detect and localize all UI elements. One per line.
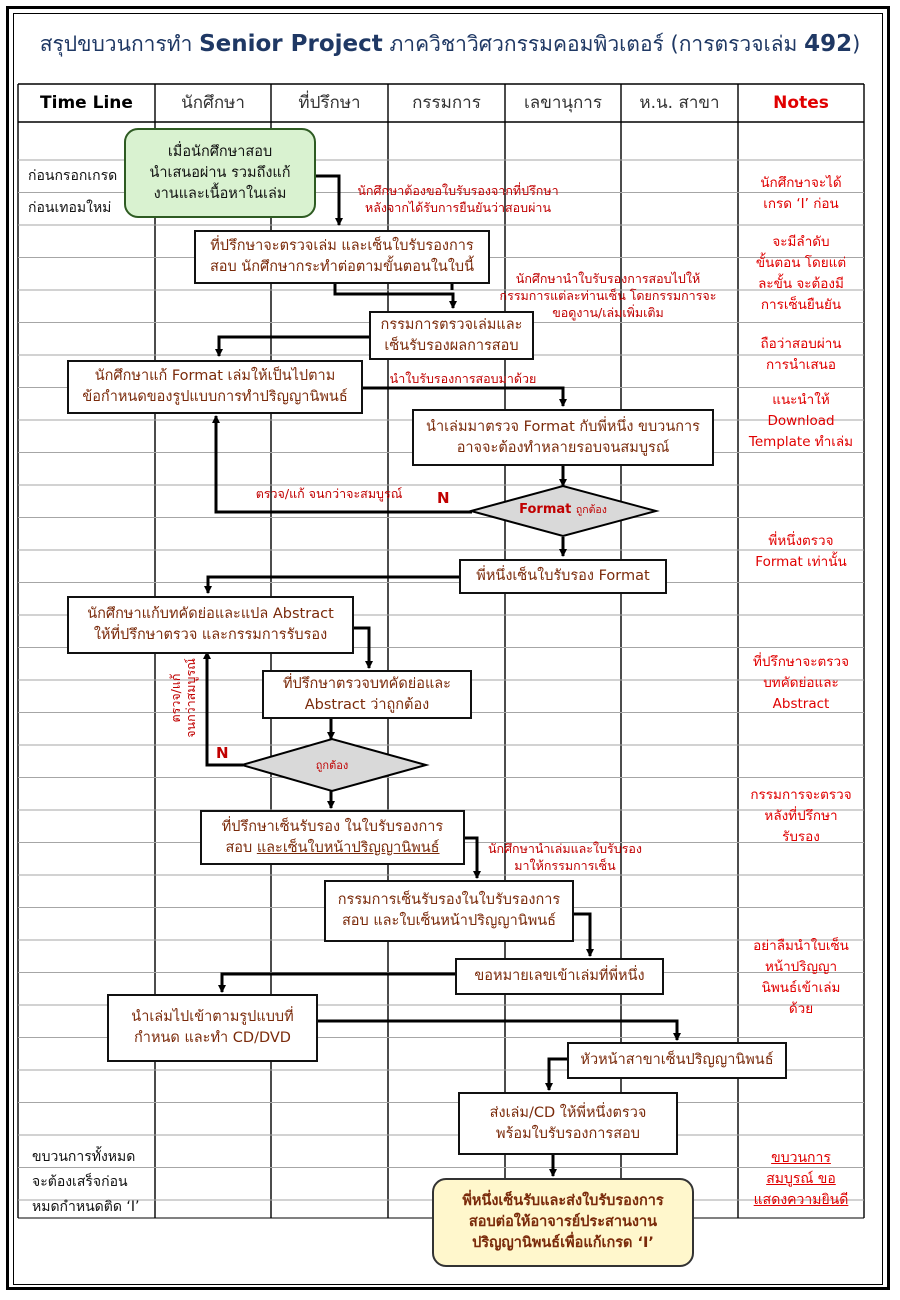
column-header-secretary: เลขานุการ xyxy=(524,93,602,113)
inner-frame xyxy=(13,13,883,1285)
column-header-department-head: ห.น. สาขา xyxy=(639,93,720,113)
flow-label-revise-format: ตรวจ/แก้ จนกว่าจะสมบูรณ์ xyxy=(255,486,403,501)
note-grade-i: นักศึกษาจะได้ เกรด ‘I’ ก่อน xyxy=(760,175,842,212)
note-abstract: ที่ปรึกษาจะตรวจ บทคัดย่อและ Abstract xyxy=(752,654,850,712)
timeline-note: หมดกำหนดติด ‘I’ xyxy=(32,1199,140,1215)
flow-label-committee-sign: นักศึกษานำใบรับรองการสอบไปให้ กรรมการแต่… xyxy=(499,271,717,320)
start-box: เมื่อนักศึกษาสอบ นำเสนอผ่าน รวมถึงแก้ งา… xyxy=(124,128,316,218)
timeline-note: ก่อนกรอกเกรด xyxy=(28,168,118,184)
flow-label-bring-book: นักศึกษานำเล่มและใบรับรอง มาให้กรรมการเซ… xyxy=(487,841,643,873)
student-format-box: นักศึกษาแก้ Format เล่มให้เป็นไปตาม ข้อก… xyxy=(67,360,363,414)
timeline-note: ขบวนการทั้งหมด xyxy=(32,1149,136,1165)
committee-check-box: กรรมการตรวจเล่มและ เซ็นรับรองผลการสอบ xyxy=(369,311,534,360)
column-header-notes: Notes xyxy=(773,93,829,113)
decision-abstract xyxy=(238,737,430,793)
note-committee: กรรมการจะตรวจ หลังที่ปรึกษา รับรอง xyxy=(750,787,852,845)
abstract-check-box: ที่ปรึกษาตรวจบทคัดย่อและ Abstract ว่าถูก… xyxy=(262,670,472,719)
abstract-fix-box: นักศึกษาแก้บทคัดย่อและแปล Abstract ให้ที… xyxy=(67,596,354,654)
committee-sign-box: กรรมการเซ็นรับรองในใบรับรองการ สอบ และใบ… xyxy=(324,880,574,942)
decision-format xyxy=(467,484,660,538)
format-check-box: นำเล่มมาตรวจ Format กับพี่หนึ่ง ขบวนการ … xyxy=(412,409,714,466)
note-passed: ถือว่าสอบผ่าน การนำเสนอ xyxy=(760,336,842,373)
book-number-box: ขอหมายเลขเข้าเล่มที่พี่หนึ่ง xyxy=(455,958,664,995)
advisor-sign-box: ที่ปรึกษาเซ็นรับรอง ในใบรับรองการ สอบ แล… xyxy=(200,810,465,865)
flow-label-request-certificate: นักศึกษาต้องขอใบรับรองจากที่ปรึกษา หลังจ… xyxy=(357,183,559,215)
finish-box: พี่หนึ่งเซ็นรับและส่งใบรับรองการ สอบต่อใ… xyxy=(432,1178,694,1267)
binding-box: นำเล่มไปเข้าตามรูปแบบที่ กำหนด และทำ CD/… xyxy=(107,994,318,1062)
decision-abstract-label: ถูกต้อง xyxy=(315,759,349,772)
note-signature-steps: จะมีลำดับ ขั้นตอน โดยแต่ ละขั้น จะต้องมี… xyxy=(755,234,847,313)
note-format-only: พี่หนึ่งตรวจ Format เท่านั้น xyxy=(755,533,847,570)
advisor-check-box: ที่ปรึกษาจะตรวจเล่ม และเซ็นใบรับรองการ ส… xyxy=(194,230,490,284)
outer-frame xyxy=(6,6,890,1290)
column-header-committee: กรรมการ xyxy=(412,93,481,113)
flow-label-bring-certificate: นำใบรับรองการสอบมาด้วย xyxy=(389,371,537,386)
note-template: แนะนำให้ Download Template ทำเล่ม xyxy=(748,392,854,450)
decision-format-label: Format ถูกต้อง xyxy=(519,502,607,517)
head-sign-box: หัวหน้าสาขาเซ็นปริญญานิพนธ์ xyxy=(567,1042,787,1079)
flow-label-revise-abstract: ตรวจ/แก้ จนกว่าสมบูรณ์ xyxy=(168,658,198,738)
page-title: สรุปขบวนการทำ Senior Project ภาควิชาวิศว… xyxy=(39,31,861,57)
note-signature-page: อย่าลืมนำใบเซ็น หน้าปริญญา นิพนธ์เข้าเล่… xyxy=(753,938,849,1017)
no-label: N xyxy=(216,744,229,762)
no-label: N xyxy=(437,489,450,507)
format-sign-box: พี่หนึ่งเซ็นใบรับรอง Format xyxy=(459,559,667,594)
note-complete: ขบวนการ สมบูรณ์ ขอ แสดงความยินดี xyxy=(753,1150,849,1208)
column-header-timeline: Time Line xyxy=(40,93,133,113)
column-header-student: นักศึกษา xyxy=(181,93,245,113)
timeline-note: จะต้องเสร็จก่อน xyxy=(32,1174,128,1190)
column-header-advisor: ที่ปรึกษา xyxy=(298,93,361,113)
submit-box: ส่งเล่ม/CD ให้พี่หนึ่งตรวจ พร้อมใบรับรอง… xyxy=(458,1092,678,1155)
timeline-note: ก่อนเทอมใหม่ xyxy=(28,200,112,216)
